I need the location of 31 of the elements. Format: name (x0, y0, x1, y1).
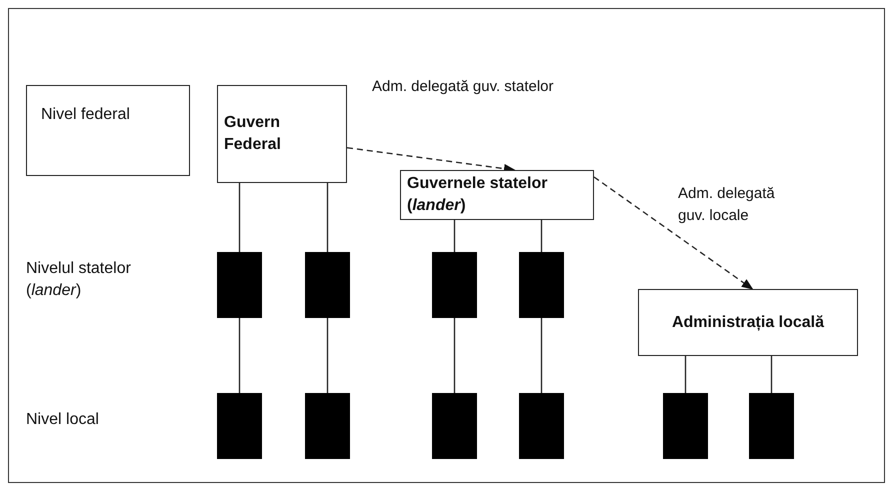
connector-line (238, 183, 240, 252)
filled-block (217, 252, 262, 318)
filled-block (432, 393, 477, 459)
node-text: Administrația locală (670, 312, 826, 333)
dashed-arrow (594, 176, 754, 290)
filled-block (663, 393, 708, 459)
filled-block (519, 252, 564, 318)
filled-block (305, 252, 350, 318)
institution-box (638, 289, 858, 356)
institution-box (400, 170, 594, 220)
filled-block (217, 393, 262, 459)
level-box (26, 85, 190, 176)
connector-line (454, 318, 456, 393)
connector-line (770, 356, 772, 393)
node-text: Guvern Federal (223, 113, 282, 155)
connector-line (540, 318, 542, 393)
connector-line (238, 318, 240, 393)
filled-block (749, 393, 794, 459)
connector-line (454, 220, 456, 252)
filled-block (305, 393, 350, 459)
connector-line (540, 220, 542, 252)
filled-block (519, 393, 564, 459)
level-label: Nivel local (26, 410, 100, 430)
level-label: Nivelul statelor (lander) (26, 259, 132, 301)
node-text: Nivel federal (40, 105, 131, 125)
institution-box (217, 85, 347, 183)
filled-block (432, 252, 477, 318)
connector-line (326, 318, 328, 393)
connector-line (326, 183, 328, 252)
connector-line (684, 356, 686, 393)
node-text: Guvernele statelor (lander) (406, 174, 548, 216)
